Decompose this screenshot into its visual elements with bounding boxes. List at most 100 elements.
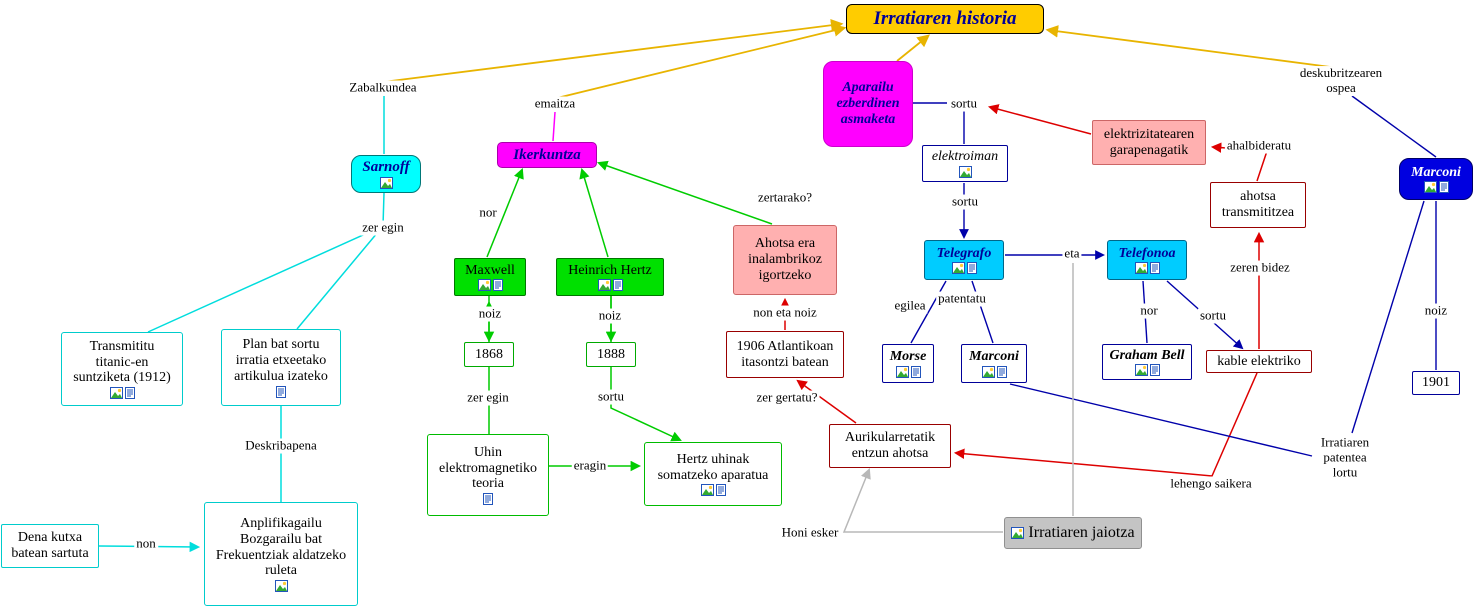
node-anplifikagailu[interactable]: Anplifikagailu Bozgarailu bat Frekuentzi… <box>204 502 358 606</box>
node-ahotsa-transmititzea[interactable]: ahotsa transmititzea <box>1210 182 1306 228</box>
node-label: Telefonoa <box>1118 245 1176 261</box>
label-zer-egin-uhin: zer egin <box>465 389 511 406</box>
label-nor-bell: nor <box>1138 302 1160 319</box>
node-urtea-1868[interactable]: 1868 <box>464 342 514 367</box>
label-patentatu: patentatu <box>936 290 988 307</box>
node-kable-elektriko[interactable]: kable elektriko <box>1206 350 1312 373</box>
edge-hertz-to-ikerkuntza <box>579 167 609 258</box>
node-maxwell[interactable]: Maxwell <box>454 258 526 296</box>
node-urtea-1901[interactable]: 1901 <box>1412 371 1460 395</box>
node-label: Anplifikagailu Bozgarailu bat Frekuentzi… <box>215 516 347 579</box>
node-marconi-middle[interactable]: Marconi <box>961 344 1027 383</box>
edge-hertz-to-aparatua <box>610 296 682 442</box>
node-label: 1906 Atlantikoan itasontzi batean <box>736 338 834 370</box>
edge-sarnoff-to-titanic <box>147 192 385 333</box>
node-ahotsa-era[interactable]: Ahotsa era inalambrikoz igortzeko <box>733 225 837 295</box>
edge-garapena-to-sortu <box>987 104 1092 135</box>
image-icon <box>1134 262 1148 275</box>
edge-maxwell-to-ikerkuntza <box>486 168 524 258</box>
image-icon <box>700 484 714 497</box>
node-label: ahotsa transmititzea <box>1221 189 1295 220</box>
image-icon <box>895 365 909 378</box>
label-deskribapena: Deskribapena <box>243 437 319 454</box>
label-honi-esker: Honi esker <box>779 524 841 541</box>
node-telefonoa[interactable]: Telefonoa <box>1107 240 1187 280</box>
label-deskubritzearen-ospea: deskubritzearen ospea <box>1297 65 1385 96</box>
node-elektroiman[interactable]: elektroiman <box>922 145 1008 182</box>
edge-telegrafo-to-morse <box>910 280 947 344</box>
node-label: Irratiaren jaiotza <box>1028 524 1135 542</box>
document-icon <box>996 365 1007 378</box>
edge-zabalkundea-to-historia <box>382 19 844 83</box>
label-non-eta-noiz: non eta noiz <box>751 304 819 321</box>
label-egilea: egilea <box>892 297 928 314</box>
image-icon <box>981 365 995 378</box>
node-label: Ikerkuntza <box>513 146 581 163</box>
edge-telegrafo-to-marconi <box>971 280 994 344</box>
edge-marconi-to-patentea <box>1351 200 1425 434</box>
node-label: Morse <box>889 349 927 365</box>
image-icon <box>1011 527 1025 539</box>
node-label: 1901 <box>1422 375 1450 391</box>
label-noiz-hertz: noiz <box>596 307 624 324</box>
label-eragin: eragin <box>571 457 609 474</box>
node-label: Transmititu titanic-en suntziketa (1912) <box>73 338 171 386</box>
node-sarnoff[interactable]: Sarnoff <box>351 155 421 193</box>
image-icon <box>958 165 972 178</box>
node-aurikularretatik[interactable]: Aurikularretatik entzun ahotsa <box>829 424 951 468</box>
node-label: elektrizitatearen garapenagatik <box>1103 126 1195 158</box>
image-icon <box>379 176 393 189</box>
edge-ahotsa-era-to-ikerkuntza <box>597 160 773 225</box>
edge-asmaketa-to-historia <box>896 34 930 62</box>
edge-ospea-to-historia <box>1045 25 1339 69</box>
node-morse[interactable]: Morse <box>882 344 934 383</box>
label-ahalbideratu: ahalbideratu <box>1224 137 1294 154</box>
node-label: elektroiman <box>931 149 999 165</box>
node-label: 1888 <box>597 346 625 362</box>
node-label: Irratiaren historia <box>873 8 1017 30</box>
label-non: non <box>134 535 158 552</box>
node-elektrizitatearen-garapenagatik[interactable]: elektrizitatearen garapenagatik <box>1092 120 1206 165</box>
label-emaitza: emaitza <box>532 95 578 112</box>
node-urtea-1888[interactable]: 1888 <box>586 342 636 367</box>
label-zabalkundea: Zabalkundea <box>347 79 419 96</box>
label-eta: eta <box>1062 245 1082 262</box>
label-irratiaren-patentea: Irratiaren patentea lortu <box>1318 434 1372 481</box>
node-dena-kutxa[interactable]: Dena kutxa batean sartuta <box>1 524 99 568</box>
label-sortu-kable: sortu <box>1198 307 1228 324</box>
node-label: Plan bat sortu irratia etxeetako artikul… <box>234 337 328 384</box>
node-irratiaren-historia[interactable]: Irratiaren historia <box>846 4 1044 34</box>
document-icon <box>124 387 135 399</box>
node-irratiaren-jaiotza[interactable]: Irratiaren jaiotza <box>1004 517 1142 549</box>
document-icon <box>910 365 921 378</box>
node-telegrafo[interactable]: Telegrafo <box>924 240 1004 280</box>
node-ikerkuntza[interactable]: Ikerkuntza <box>497 142 597 168</box>
label-zer-egin-sarnoff: zer egin <box>360 219 406 236</box>
node-aparailu-asmaketa[interactable]: Aparailu ezberdinen asmaketa <box>823 61 913 147</box>
document-icon <box>492 279 503 292</box>
document-icon <box>715 484 726 497</box>
node-uhin-teoria[interactable]: Uhin elektromagnetiko teoria <box>427 434 549 516</box>
node-titanic-transmititu[interactable]: Transmititu titanic-en suntziketa (1912) <box>61 332 183 406</box>
image-icon <box>1134 364 1148 377</box>
node-label: Graham Bell <box>1109 347 1185 363</box>
node-heinrich-hertz[interactable]: Heinrich Hertz <box>556 258 664 296</box>
node-label: Marconi <box>1411 164 1461 180</box>
image-icon <box>1423 181 1437 194</box>
label-lehengo-saikera: lehengo saikera <box>1168 475 1254 492</box>
node-label: Telegrafo <box>936 245 992 261</box>
node-label: Maxwell <box>465 262 515 278</box>
label-noiz-maxwell: noiz <box>476 305 504 322</box>
node-label: Heinrich Hertz <box>568 262 652 278</box>
document-icon <box>966 262 977 275</box>
image-icon <box>597 279 611 292</box>
node-hertz-uhinak[interactable]: Hertz uhinak somatzeko aparatua <box>644 442 782 506</box>
node-graham-bell[interactable]: Graham Bell <box>1102 344 1192 380</box>
edge-jaiotza-to-aurikular <box>842 468 1003 533</box>
node-plan-bat-sortu[interactable]: Plan bat sortu irratia etxeetako artikul… <box>221 329 341 406</box>
node-marconi-right[interactable]: Marconi <box>1399 158 1473 200</box>
node-atlantikoan-1906[interactable]: 1906 Atlantikoan itasontzi batean <box>726 331 844 378</box>
document-icon <box>276 385 286 398</box>
